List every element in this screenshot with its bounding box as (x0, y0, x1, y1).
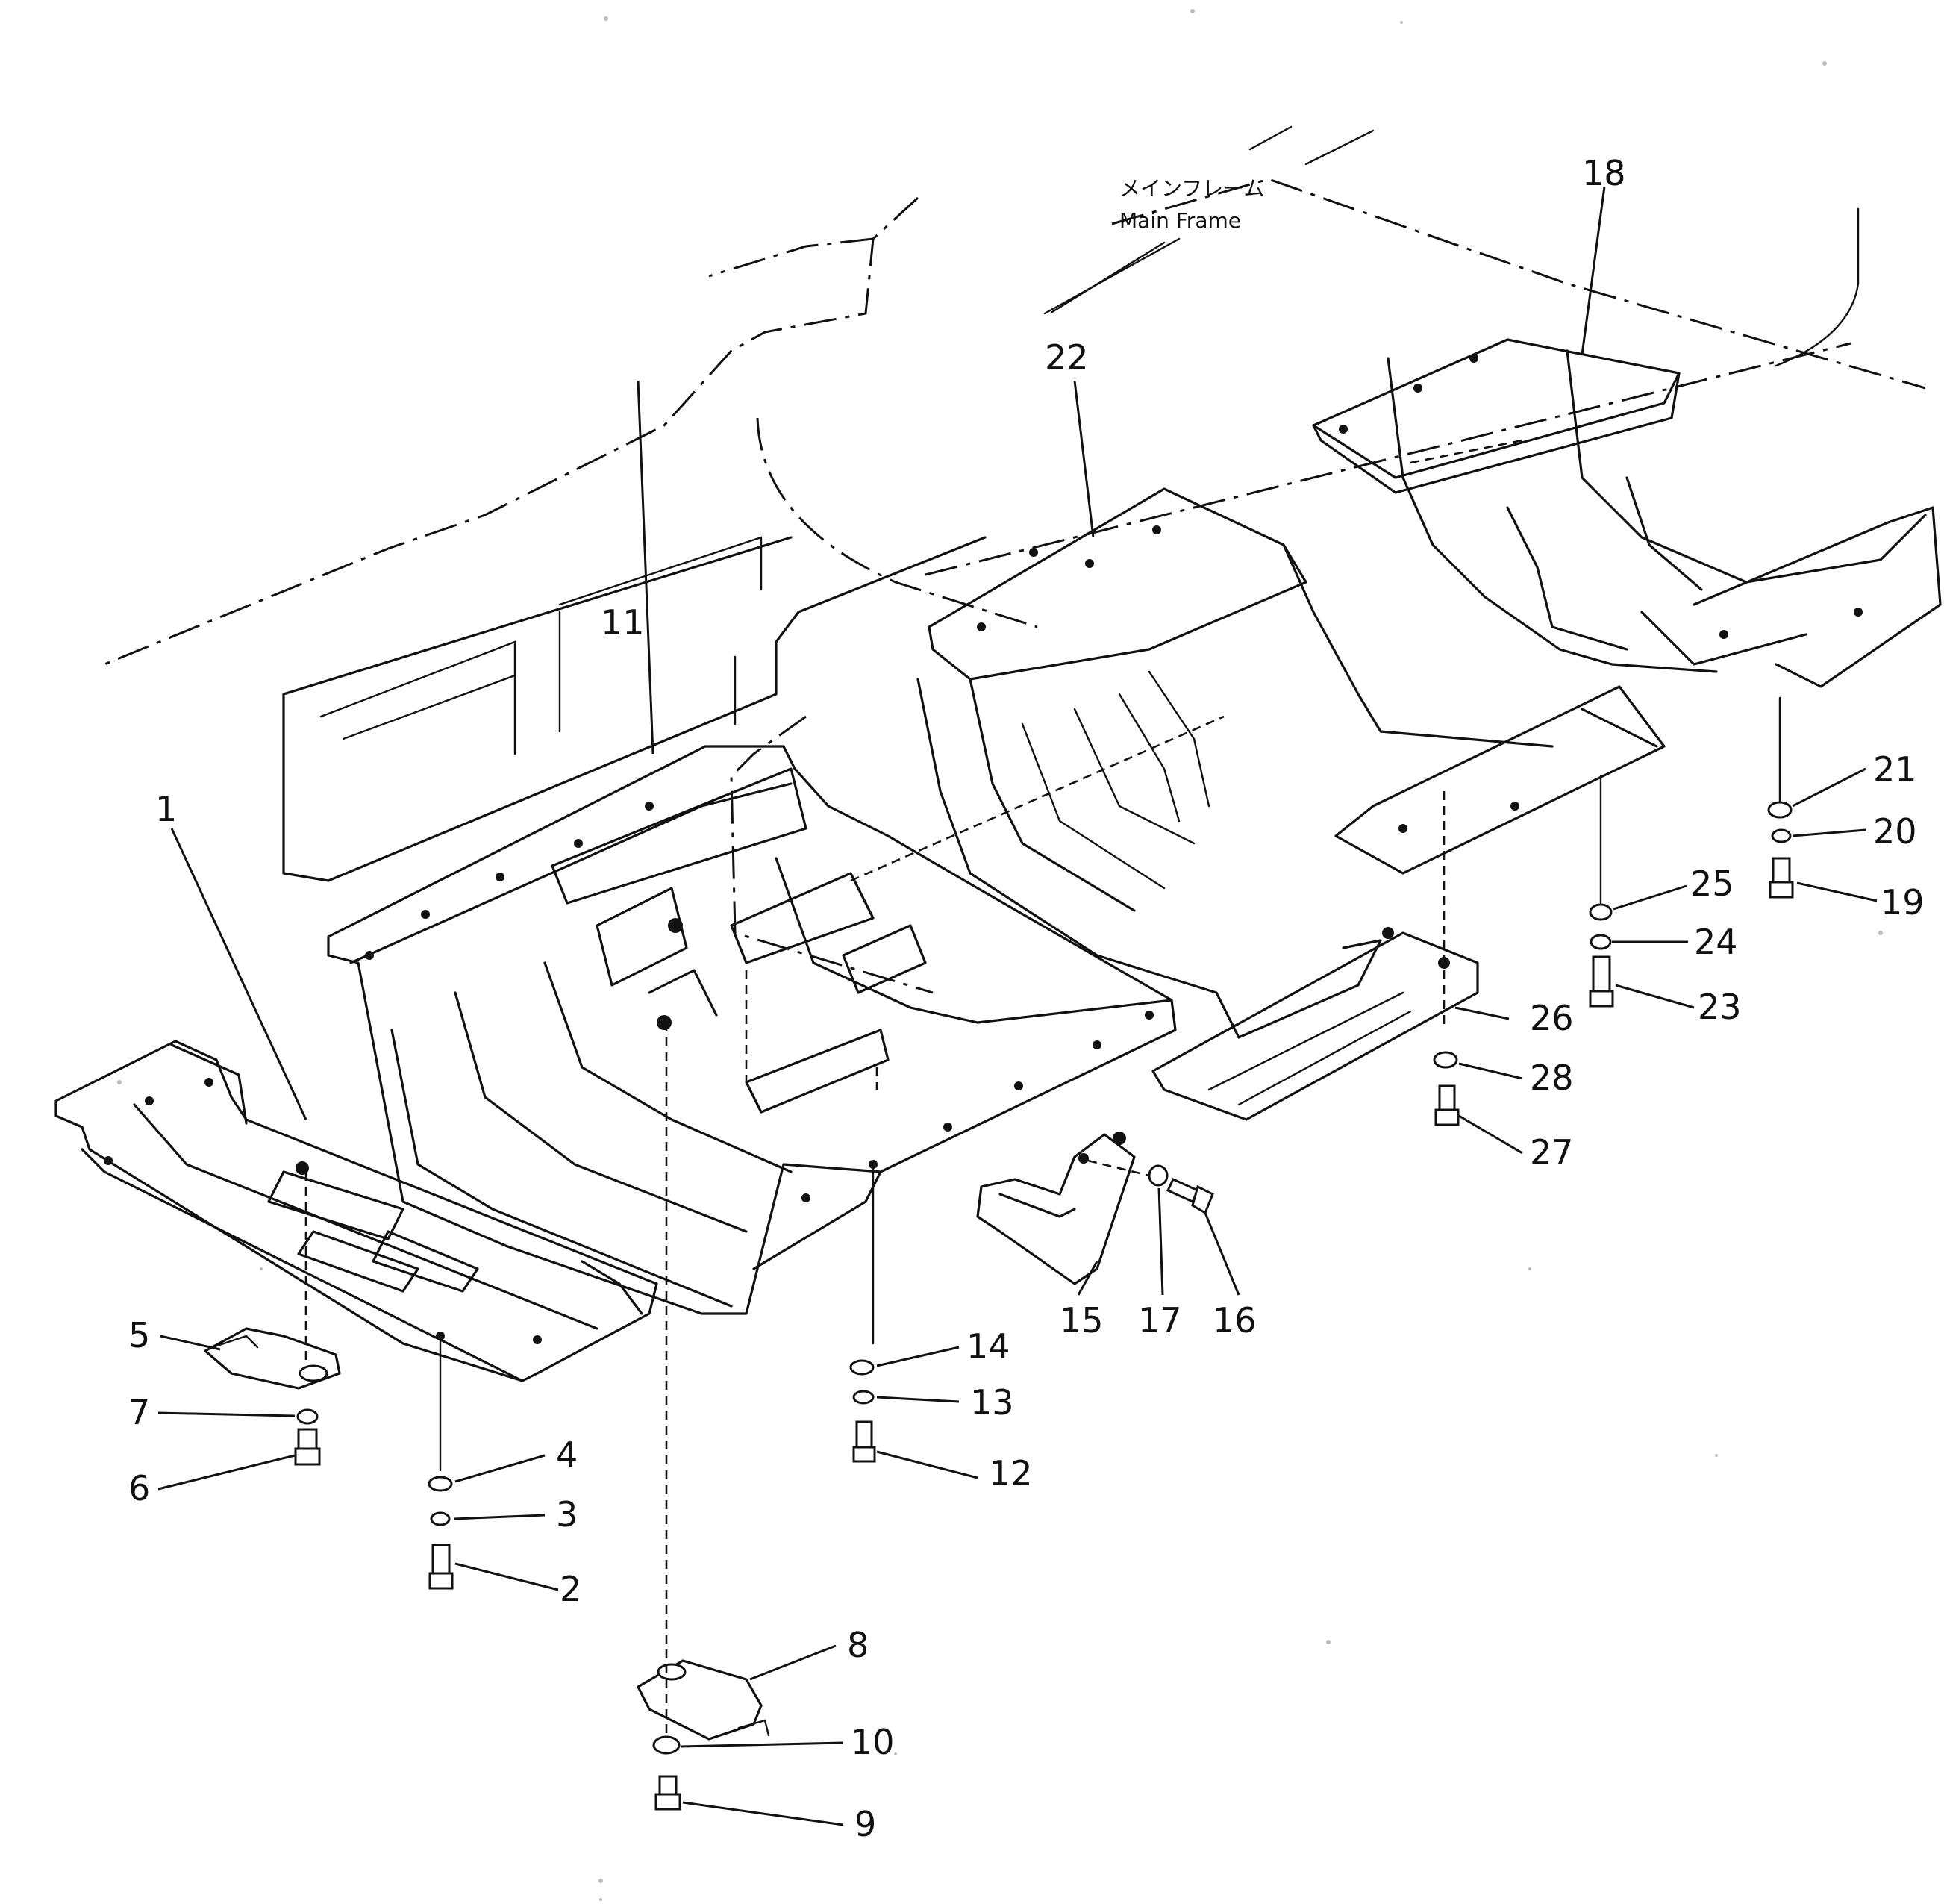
callout-1: 1 (155, 789, 177, 829)
washer-24 (1590, 934, 1612, 950)
part-26-plate (1151, 927, 1479, 1121)
note-japanese: メインフレーム (1119, 176, 1264, 201)
washer-14 (849, 1359, 875, 1376)
callout-26: 26 (1530, 998, 1574, 1038)
main-frame-note: メインフレーム Main Frame (1051, 176, 1264, 313)
hardware (294, 801, 1794, 1811)
callout-19: 19 (1881, 882, 1925, 923)
callout-3: 3 (556, 1494, 578, 1535)
scan-noise (117, 9, 1883, 1901)
callout-10: 10 (851, 1722, 895, 1762)
assembly-paths (304, 696, 1781, 1739)
washer-25 (1589, 903, 1613, 921)
callout-18: 18 (1582, 153, 1626, 193)
note-english: Main Frame (1119, 208, 1241, 233)
callout-labels: 1 2 3 4 5 6 7 8 9 10 11 12 13 14 15 16 1… (128, 153, 1925, 1844)
washer-21 (1767, 801, 1793, 819)
part-5-cover (204, 1327, 341, 1390)
callout-11: 11 (601, 602, 645, 643)
callout-5: 5 (128, 1315, 150, 1355)
callout-17: 17 (1138, 1300, 1182, 1340)
callout-20: 20 (1873, 811, 1917, 852)
washer-10 (652, 1735, 681, 1755)
bolt-16 (1166, 1178, 1214, 1215)
part-8-cover (637, 1659, 770, 1741)
bolt-19 (1769, 857, 1794, 899)
part-18-plate (1312, 338, 1681, 494)
part-1-floor-plate (54, 1040, 658, 1382)
callout-14: 14 (966, 1326, 1010, 1367)
callout-21: 21 (1873, 749, 1917, 790)
bolt-23 (1589, 955, 1614, 1008)
callout-7: 7 (128, 1392, 150, 1432)
callout-16: 16 (1213, 1300, 1257, 1340)
callout-13: 13 (970, 1382, 1014, 1423)
washer-28 (1433, 1051, 1458, 1069)
callout-27: 27 (1530, 1132, 1574, 1173)
leader-lines (157, 186, 1878, 1826)
washer-20 (1771, 828, 1792, 843)
callout-2: 2 (560, 1569, 581, 1609)
callout-15: 15 (1060, 1300, 1104, 1340)
part-22-cover (916, 349, 1942, 1039)
washer-13 (852, 1390, 875, 1405)
callout-6: 6 (128, 1468, 150, 1508)
main-frame-block (282, 536, 987, 882)
main-frame-outline (104, 125, 1926, 994)
callout-23: 23 (1698, 987, 1742, 1027)
washer-17 (1148, 1164, 1169, 1187)
washer-7 (296, 1408, 319, 1425)
callout-8: 8 (847, 1625, 869, 1665)
callout-24: 24 (1694, 922, 1738, 962)
bolt-9 (654, 1775, 681, 1811)
callout-4: 4 (556, 1435, 578, 1475)
part-11-floor-cover (327, 715, 1225, 1315)
callout-25: 25 (1690, 864, 1734, 904)
bolt-2 (428, 1544, 454, 1590)
part-15-bracket (976, 1132, 1136, 1285)
callout-9: 9 (854, 1804, 876, 1844)
callout-12: 12 (989, 1453, 1033, 1493)
washer-4 (428, 1476, 453, 1492)
bolt-6 (294, 1428, 321, 1466)
bolt-12 (852, 1420, 876, 1463)
callout-22: 22 (1045, 337, 1089, 378)
bolt-27 (1434, 1084, 1460, 1126)
washer-3 (430, 1511, 451, 1526)
callout-28: 28 (1530, 1058, 1574, 1098)
